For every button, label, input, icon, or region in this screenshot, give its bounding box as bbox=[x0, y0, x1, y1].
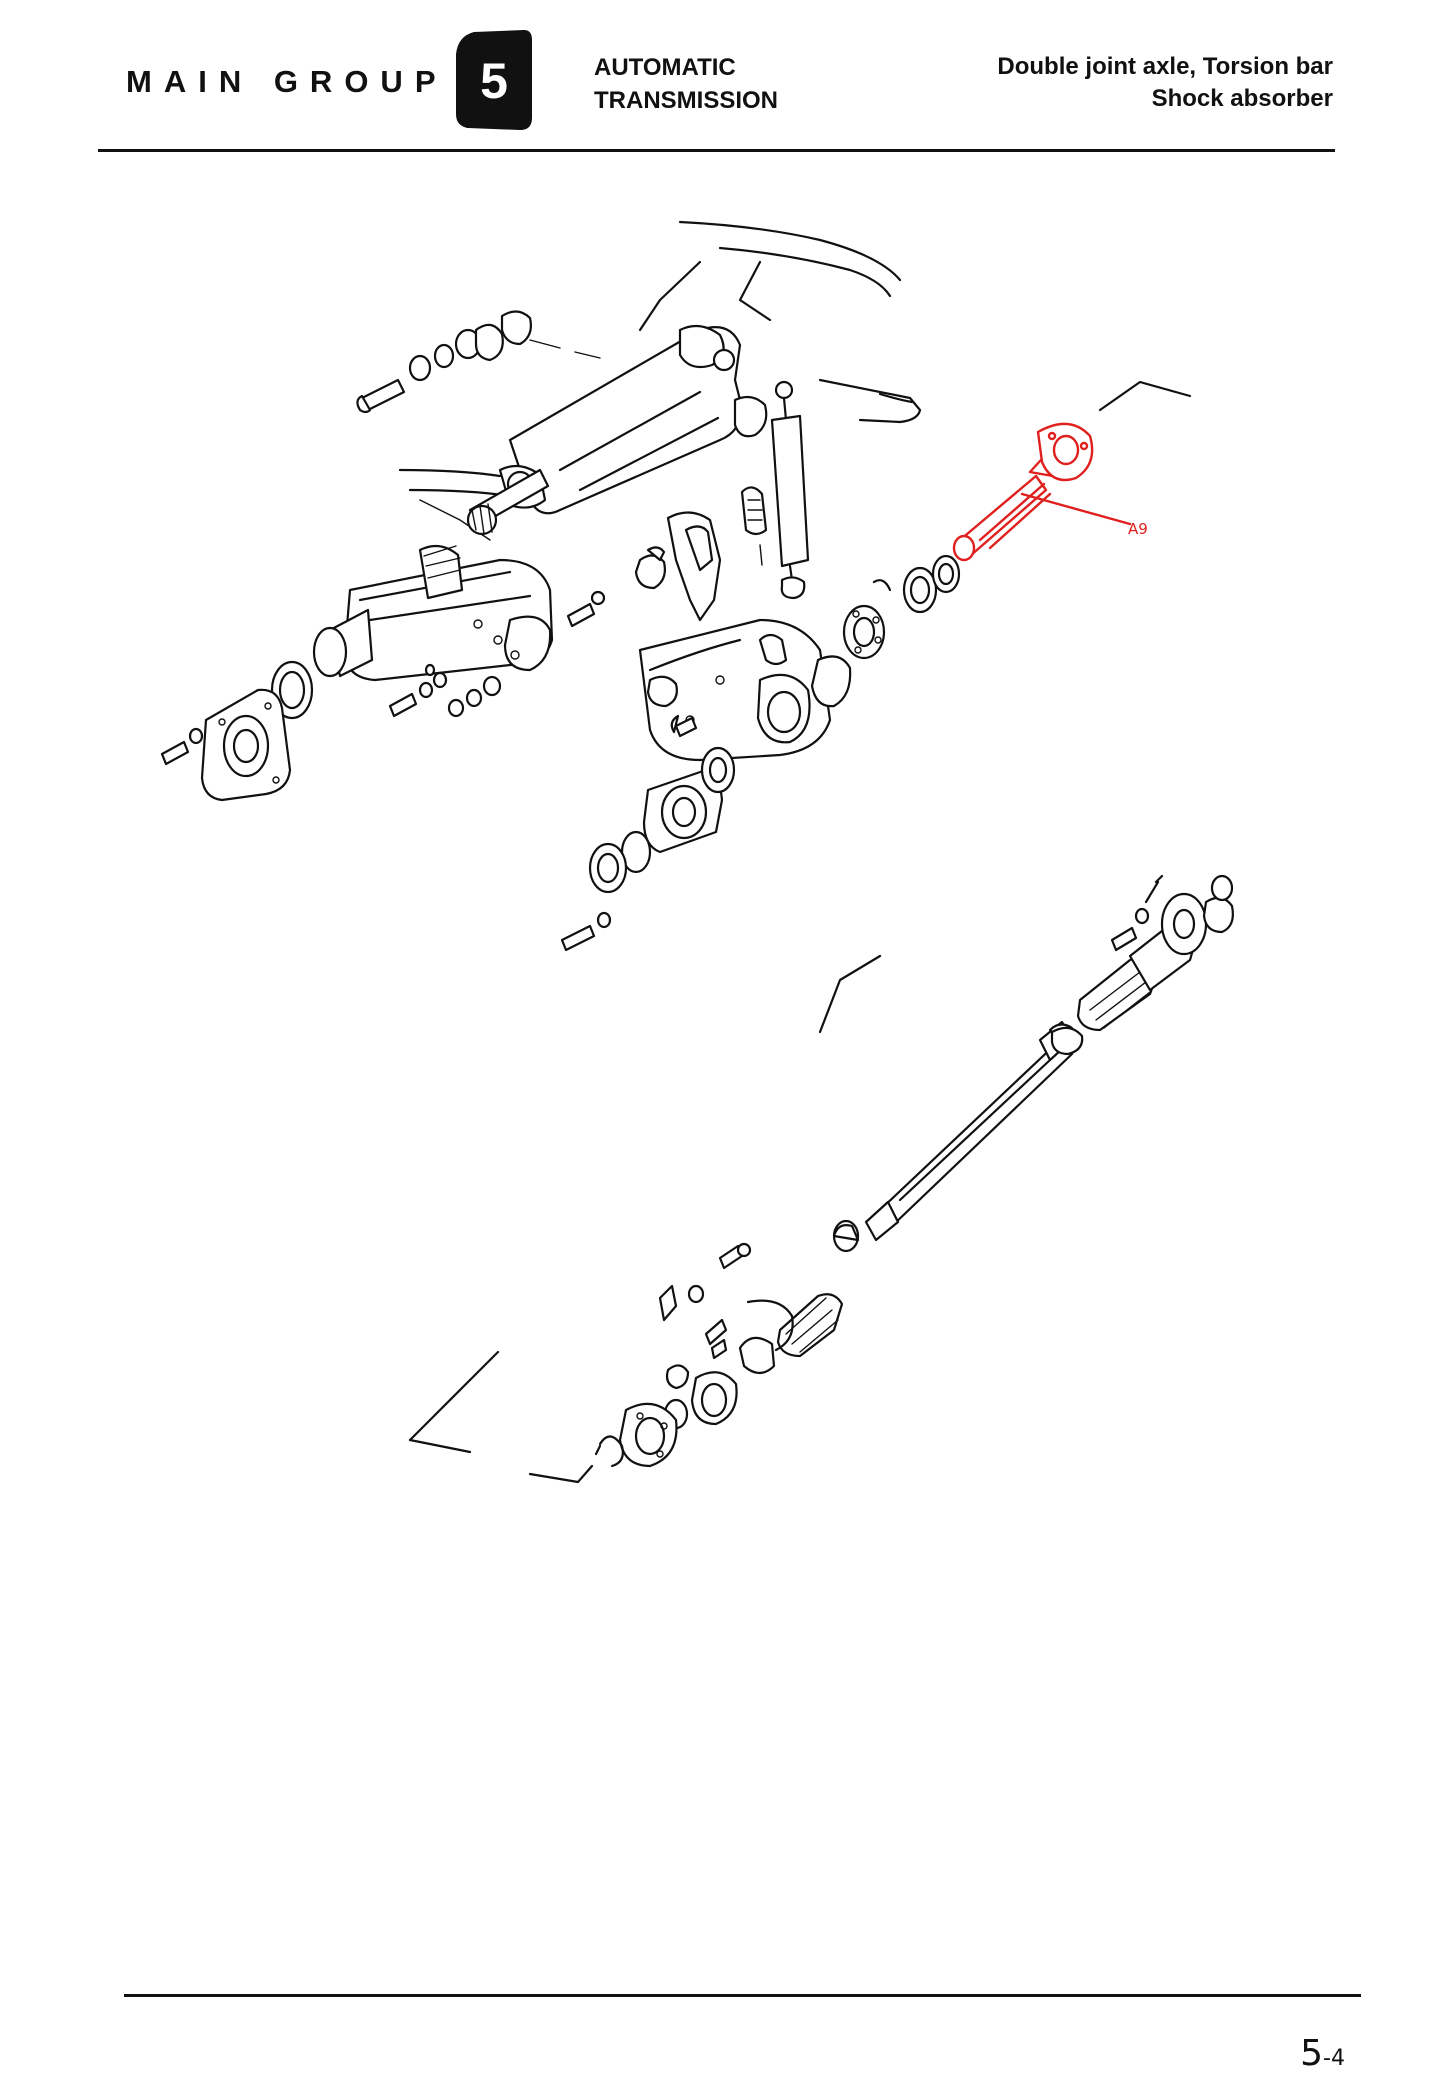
main-group-label: MAIN GROUP bbox=[126, 64, 448, 99]
group-number: 5 bbox=[480, 53, 508, 109]
section-title-line-2: Shock absorber bbox=[1151, 85, 1333, 112]
page-number-minor: 4 bbox=[1331, 2046, 1345, 2071]
hub-flange-seals bbox=[560, 746, 736, 952]
page-header: MAIN GROUP 5 AUTOMATIC TRANSMISSION Doub… bbox=[0, 0, 1445, 152]
group-number-badge: 5 bbox=[454, 28, 534, 134]
callout-label: A9 bbox=[1128, 520, 1148, 538]
group-badge-shape: 5 bbox=[456, 30, 532, 130]
rubber-mount bbox=[634, 546, 666, 590]
page-number: 5-4 bbox=[1300, 2033, 1345, 2074]
wheel-bearing-housing bbox=[638, 511, 832, 762]
exploded-parts-diagram: A9 bbox=[0, 160, 1445, 1960]
torsion-bar-spline bbox=[466, 468, 550, 536]
group-title-line-1: AUTOMATIC bbox=[594, 54, 736, 81]
upper-mount-hardware bbox=[356, 310, 601, 414]
section-title: Double joint axle, Torsion bar Shock abs… bbox=[997, 51, 1333, 115]
spring-plate-bolts bbox=[388, 590, 606, 718]
spring-plate-housing bbox=[270, 544, 554, 720]
assembly-arrows bbox=[408, 380, 1192, 1484]
exploded-parts-drawing: A9 bbox=[160, 220, 1234, 1484]
header-divider bbox=[98, 149, 1335, 152]
flange-shaft-highlighted: A9 bbox=[952, 422, 1148, 562]
section-title-line-1: Double joint axle, Torsion bar bbox=[997, 53, 1333, 80]
body-frame bbox=[398, 220, 922, 541]
hub-bearing-stack bbox=[810, 554, 961, 708]
page-number-separator: - bbox=[1323, 2046, 1331, 2071]
shock-absorber bbox=[740, 380, 810, 600]
torsion-bar-cover bbox=[160, 688, 292, 802]
group-title: AUTOMATIC TRANSMISSION bbox=[594, 51, 778, 117]
double-joint-drive-shaft bbox=[594, 874, 1234, 1468]
group-title-line-2: TRANSMISSION bbox=[594, 87, 779, 114]
page-number-major: 5 bbox=[1300, 2033, 1324, 2074]
footer-divider bbox=[124, 1994, 1361, 1997]
